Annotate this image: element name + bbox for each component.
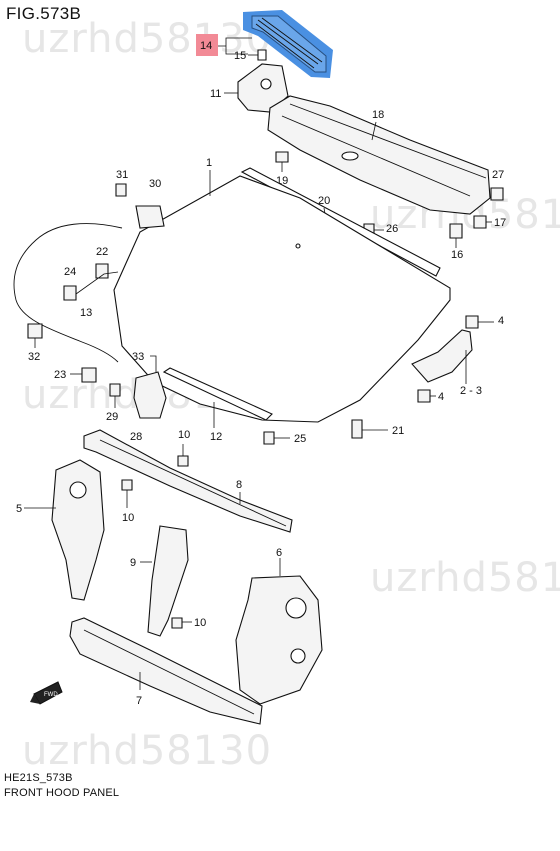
part-5-hole <box>69 481 87 499</box>
part-1-mark <box>295 243 301 249</box>
part-10-bolt-b <box>121 479 133 491</box>
part-27-cap <box>490 187 504 201</box>
part-9-center-brace <box>147 525 189 637</box>
callout-9: 9 <box>130 557 136 569</box>
part-15-clip <box>257 49 267 61</box>
callout-26: 26 <box>386 223 398 235</box>
callout-4-lower: 4 <box>438 391 444 403</box>
callout-13: 13 <box>80 307 92 319</box>
part-11-hole <box>260 78 272 90</box>
part-6-side-member-right <box>235 575 323 705</box>
callout-14-highlight-box <box>196 34 218 56</box>
watermark: uzrhd58130 <box>370 555 560 601</box>
diagram-title: FRONT HOOD PANEL <box>4 787 120 799</box>
callout-1: 1 <box>206 157 212 169</box>
fwd-label: FWD <box>44 692 58 698</box>
part-32-lever <box>27 323 43 339</box>
callout-5: 5 <box>16 503 22 515</box>
part-4-bolt-upper <box>465 315 479 329</box>
callout-7: 7 <box>136 695 142 707</box>
callout-23: 23 <box>54 369 66 381</box>
part-31-bolt <box>115 183 127 197</box>
part-18-hole <box>341 151 359 161</box>
part-6-hole-lower <box>290 648 306 664</box>
callout-10-c: 10 <box>194 617 206 629</box>
part-23-cushion <box>81 367 97 383</box>
callout-31: 31 <box>116 169 128 181</box>
part-22-clamp <box>95 263 109 279</box>
part-28-latch <box>133 371 167 419</box>
part-1-hood-panel <box>113 175 451 423</box>
part-2-3-hood-hinge <box>411 329 473 383</box>
part-14-outline <box>251 15 327 73</box>
callout-10-b: 10 <box>122 512 134 524</box>
part-29-bolt <box>109 383 121 397</box>
part-25-clip <box>263 431 275 445</box>
callout-11: 11 <box>210 88 221 100</box>
callout-30: 30 <box>149 178 161 190</box>
part-16-seal <box>449 223 463 239</box>
part-5-side-member-left <box>51 459 105 601</box>
diagram-code: HE21S_573B <box>4 772 73 784</box>
callout-25: 25 <box>294 433 306 445</box>
callout-15: 15 <box>234 50 246 62</box>
part-6-hole <box>285 597 307 619</box>
part-30-lock <box>135 205 165 229</box>
callout-4-upper: 4 <box>498 315 504 327</box>
callout-20: 20 <box>318 195 330 207</box>
callout-22: 22 <box>96 246 108 258</box>
part-14-grille <box>255 17 323 69</box>
callout-33: 33 <box>132 351 144 363</box>
part-10-bolt-c <box>171 617 183 629</box>
callout-2-3: 2 - 3 <box>460 385 482 397</box>
callout-16: 16 <box>451 249 463 261</box>
callout-10-a: 10 <box>178 429 190 441</box>
callout-29: 29 <box>106 411 118 423</box>
part-13-release-cable <box>13 223 123 363</box>
part-18-edge <box>281 103 487 197</box>
callout-14[interactable]: 14 <box>196 34 218 56</box>
callout-24: 24 <box>64 266 76 278</box>
callout-21: 21 <box>392 425 404 437</box>
callout-17: 17 <box>494 217 506 229</box>
callout-18: 18 <box>372 109 384 121</box>
callout-6: 6 <box>276 547 282 559</box>
part-21-bumper <box>351 419 363 439</box>
part-19-clip <box>275 151 289 163</box>
callout-32: 32 <box>28 351 40 363</box>
watermark: uzrhd58130 <box>22 728 273 774</box>
part-14-cowl-cover[interactable] <box>243 10 333 78</box>
part-12-seal <box>162 367 273 421</box>
figure-title: FIG.573B <box>6 4 82 23</box>
fwd-arrow-icon: FWD <box>30 681 63 705</box>
callout-12: 12 <box>210 431 222 443</box>
part-10-bolt-a <box>177 455 189 467</box>
callout-27: 27 <box>492 169 504 181</box>
part-4-bolt-lower <box>417 389 431 403</box>
part-24-clamp <box>63 285 77 301</box>
callout-label: 14 <box>200 40 212 52</box>
callout-8: 8 <box>236 479 242 491</box>
part-17-nut <box>473 215 487 229</box>
part-18-cowl-panel <box>267 95 491 215</box>
callout-28: 28 <box>130 431 142 443</box>
